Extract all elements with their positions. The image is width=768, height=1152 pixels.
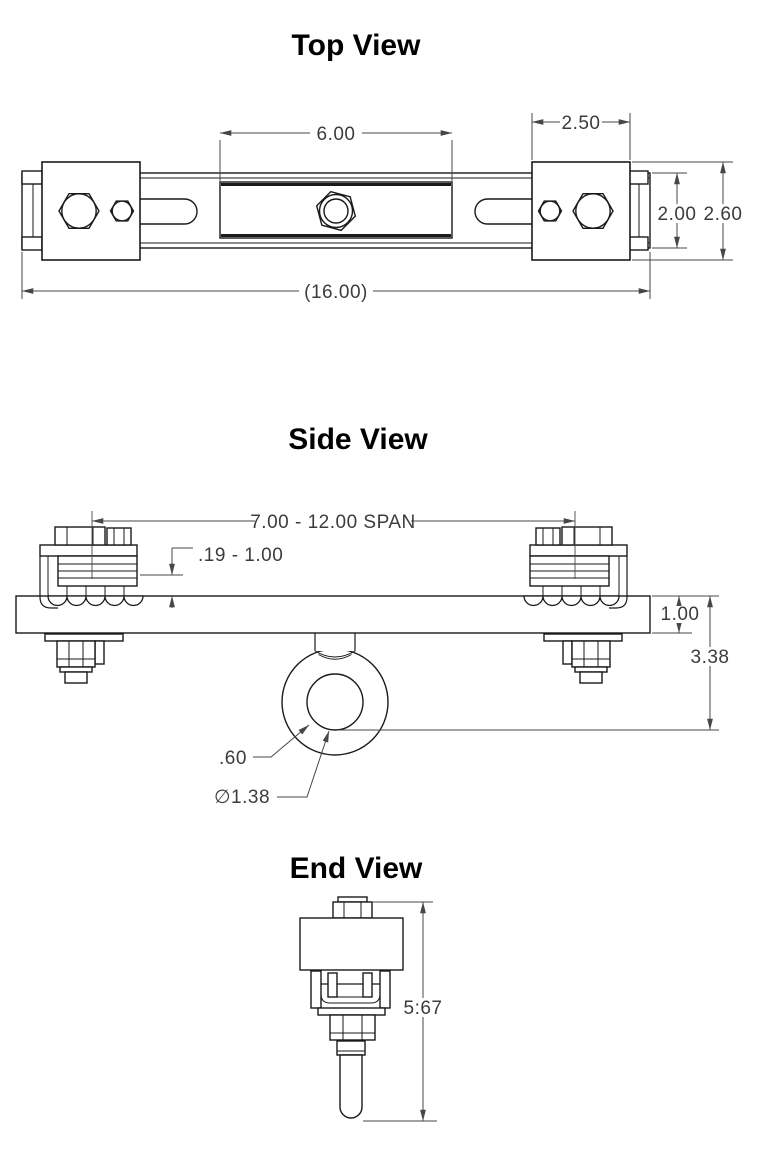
- washer-plate: [317, 1007, 386, 1016]
- clamp-bolt-small: [535, 527, 561, 546]
- rail-endcap-left-top: [21, 170, 43, 185]
- eye-stem-arc-1: [314, 650, 356, 658]
- clamp-top-plate: [39, 544, 138, 557]
- eye-stem-arc-2: [318, 654, 352, 660]
- inner-rod-left: [327, 972, 338, 998]
- lower-hex-nut: [56, 640, 96, 668]
- clamp-hex-head-large: [54, 526, 106, 546]
- leader-eye-section: [253, 724, 310, 758]
- dim-eye-hole-diameter: ∅1.38: [214, 787, 270, 808]
- clamp-hook-inner: [47, 556, 59, 603]
- clamp-hook-outer: [609, 556, 628, 609]
- dim-eye-section: .60: [219, 748, 247, 769]
- dim-text-mask: [656, 204, 698, 223]
- bolt-cap: [337, 896, 368, 903]
- eye-stem-mask: [317, 640, 353, 651]
- rail-endcap-right-bottom: [627, 236, 649, 251]
- guide-pin: [562, 640, 573, 665]
- dim-end-overall-height: 5:67: [404, 998, 443, 1019]
- serrated-grip-teeth: [523, 595, 620, 607]
- top-view-title: Top View: [292, 29, 422, 62]
- center-nut-bore: [323, 198, 349, 224]
- dim-clamp-block-height: 2.60: [704, 204, 743, 225]
- lower-washer: [59, 666, 93, 673]
- dim-text-mask: [255, 511, 411, 531]
- right-large-hex-circle: [575, 193, 611, 229]
- inner-rod-right: [362, 972, 373, 998]
- bracket-inner-u: [320, 984, 381, 1004]
- dim-clamp-block-width: 2.50: [562, 113, 601, 134]
- dim-overall-drop: 3.38: [691, 647, 730, 668]
- guide-pin: [94, 640, 105, 665]
- dim-grip-range: .19 - 1.00: [198, 545, 283, 566]
- left-small-hex-circle: [111, 200, 133, 222]
- rail-endcap-right-top: [627, 170, 649, 185]
- dim-plate-width: 6.00: [317, 124, 356, 145]
- end-view-title: End View: [290, 852, 423, 885]
- serrated-grip-teeth: [47, 595, 144, 607]
- clamp-hex-head-large: [561, 526, 613, 546]
- clamp-hook-inner: [608, 556, 620, 603]
- dim-text-mask: [310, 123, 362, 142]
- leader-eye-hole: [277, 730, 330, 798]
- side-clamp-left: [39, 526, 144, 684]
- left-large-hex-circle: [61, 193, 97, 229]
- hanger-rod: [339, 1054, 363, 1119]
- dim-text-mask: [701, 204, 745, 223]
- clamp-bolt-small: [106, 527, 132, 546]
- end-hex-nut: [329, 1014, 376, 1041]
- side-clamp-right: [523, 526, 628, 684]
- dim-text-mask: [661, 606, 698, 623]
- clamp-body-block: [299, 917, 404, 971]
- rod-collar: [336, 1040, 366, 1056]
- dim-text-mask: [299, 281, 373, 301]
- end-view: End View 5:67: [290, 852, 444, 1122]
- dim-span: 7.00 - 12.00 SPAN: [250, 512, 416, 533]
- bolt-stub: [64, 671, 88, 684]
- lower-washer: [574, 666, 608, 673]
- under-plate: [44, 633, 124, 642]
- under-plate: [543, 633, 623, 642]
- dim-text-mask: [402, 998, 444, 1017]
- clamp-top-plate: [529, 544, 628, 557]
- side-view-title: Side View: [288, 423, 428, 456]
- lower-hex-nut: [571, 640, 611, 668]
- top-hex-bolt-head: [332, 901, 373, 919]
- bracket-wall-left: [310, 970, 322, 1009]
- dim-rail-height: 2.00: [658, 204, 697, 225]
- dim-bar-thickness: 1.00: [661, 604, 700, 625]
- eye-ring-hole: [306, 673, 364, 731]
- bracket-wall-right: [379, 970, 391, 1009]
- rail-endcap-left-bottom: [21, 236, 43, 251]
- side-view: Side View: [15, 423, 731, 808]
- dim-text-mask: [690, 647, 731, 666]
- bolt-stub: [579, 671, 603, 684]
- top-view: Top View: [21, 29, 745, 303]
- right-small-hex-circle: [539, 200, 561, 222]
- dim-text-mask: [560, 112, 602, 131]
- clamp-hook-outer: [39, 556, 58, 609]
- dim-overall-length: (16.00): [304, 282, 368, 303]
